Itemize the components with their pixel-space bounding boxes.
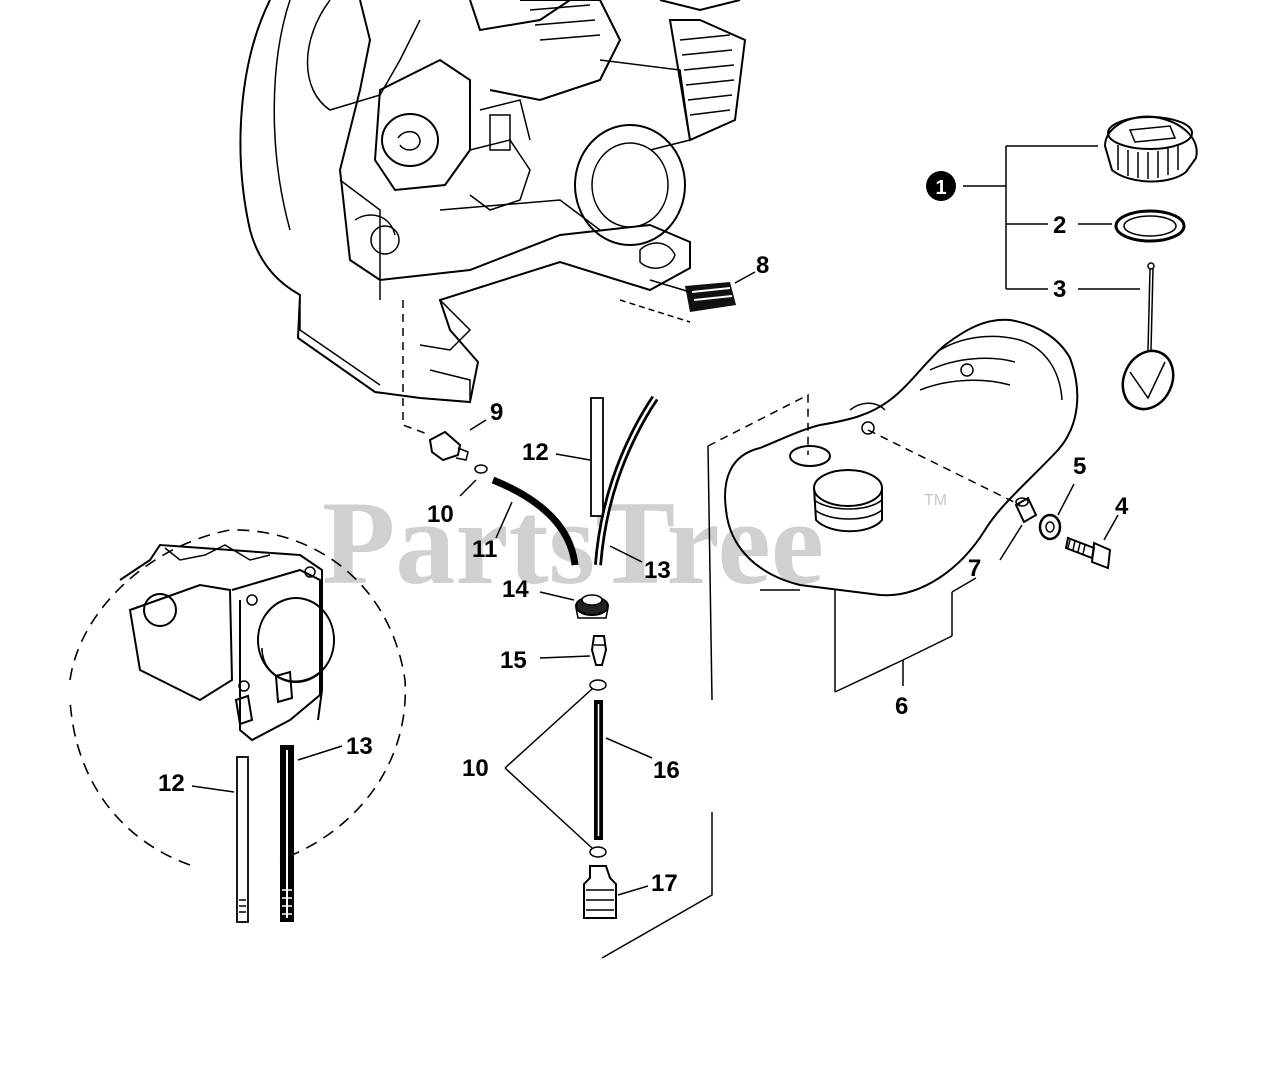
part-10-ring-middle — [589, 679, 607, 691]
callout-14: 14 — [502, 576, 529, 603]
callout-5: 5 — [1073, 453, 1086, 480]
callout-3: 3 — [1053, 276, 1066, 303]
callout-8: 8 — [756, 252, 769, 279]
cap-assembly-bracket — [963, 145, 1140, 290]
watermark-text: PartsTree — [322, 476, 824, 609]
callout-9: 9 — [490, 399, 503, 426]
tank-dashed-guide — [707, 393, 809, 455]
part-5-washer — [1038, 513, 1062, 541]
carburetor-detail-view — [69, 529, 407, 866]
part-8-rubber-foot — [619, 271, 756, 323]
leader-10-upper — [459, 479, 477, 497]
callout-15: 15 — [500, 647, 527, 674]
part-14-grommet — [539, 591, 609, 619]
leader-7 — [999, 524, 1023, 561]
callout-10-lower: 10 — [462, 755, 489, 782]
callout-17: 17 — [651, 870, 678, 897]
leader-10-lower — [504, 688, 593, 849]
callout-6: 6 — [895, 693, 908, 720]
part-6-fuel-tank — [724, 318, 1079, 597]
part-3-retainer-cord — [1121, 262, 1175, 411]
callout-12-upper: 12 — [522, 439, 549, 466]
bracket-filter-to-tank — [601, 812, 713, 959]
part-17-fuel-filter — [583, 865, 649, 919]
callout-10-upper: 10 — [427, 501, 454, 528]
part-1-fuel-cap — [1103, 115, 1198, 183]
engine-housing-illustration — [239, 0, 747, 404]
leader-4 — [1103, 514, 1119, 541]
part-7-collar — [1014, 496, 1038, 524]
part-13-line-detail — [280, 745, 343, 922]
tank-left-guide — [707, 445, 713, 701]
watermark-trademark: TM — [924, 492, 947, 509]
part-11-fuel-line — [491, 476, 579, 566]
part-12-tube — [555, 397, 604, 517]
callout-1: 1 — [935, 177, 946, 199]
callout-2: 2 — [1053, 212, 1066, 239]
part-9-fitting — [428, 419, 487, 462]
part-12-tube-detail — [191, 756, 249, 923]
callout-13-upper: 13 — [644, 557, 671, 584]
leader-5 — [1057, 483, 1075, 516]
part-10-ring-upper — [474, 464, 488, 474]
part-10-ring-lower — [589, 846, 607, 858]
callout-1-badge — [926, 171, 956, 201]
tank-bolt-guide — [867, 429, 1021, 506]
part-15-connector — [539, 635, 608, 666]
part-13-fuel-line — [594, 395, 659, 566]
leader-9-dashed — [402, 300, 431, 436]
callout-12-lower: 12 — [158, 770, 185, 797]
callout-13-lower: 13 — [346, 733, 373, 760]
callout-11: 11 — [472, 536, 497, 563]
part-2-gasket — [1114, 209, 1186, 243]
tank-assembly-bracket — [834, 577, 977, 693]
part-4-bolt — [1064, 536, 1112, 570]
callout-7: 7 — [968, 555, 981, 582]
part-16-fuel-line — [594, 700, 653, 840]
callout-16: 16 — [653, 757, 680, 784]
callout-4: 4 — [1115, 493, 1129, 520]
